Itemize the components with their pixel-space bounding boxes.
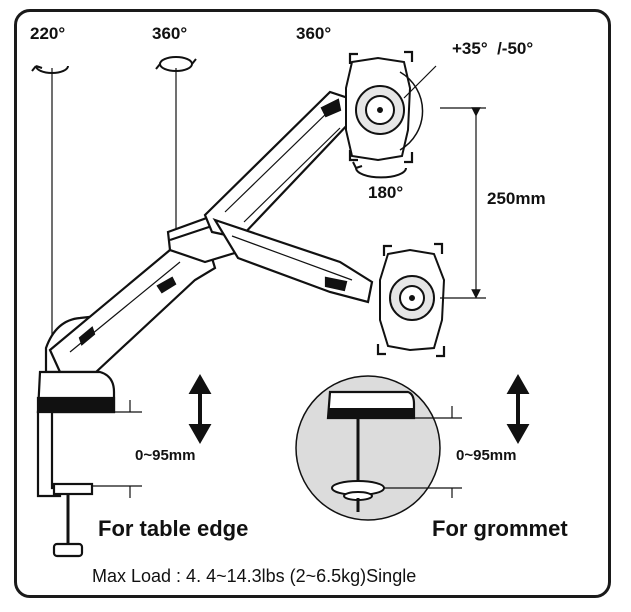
- grommet-caption: For grommet: [432, 516, 568, 541]
- vesa-plate-bottom: [379, 248, 446, 352]
- head-rotation-label: 360°: [296, 24, 332, 43]
- max-load-footer: Max Load : 4. 4~14.3lbs (2~6.5kg)Single: [92, 566, 417, 586]
- table-clamp-dimension: [92, 400, 142, 498]
- swivel-label: 180°: [368, 183, 404, 202]
- arm-rotation-label: 360°: [152, 24, 188, 43]
- upper-arm-raised: [203, 90, 354, 240]
- upper-arm-lowered: [212, 218, 374, 304]
- grommet-detail: [295, 375, 441, 521]
- rotate-180-icon: [352, 161, 407, 179]
- rotate-220-icon: [31, 65, 69, 74]
- tilt-arrows-top: [348, 50, 414, 164]
- height-double-arrow-left: [188, 373, 212, 445]
- height-double-arrow-right: [506, 373, 530, 445]
- table-edge-caption: For table edge: [98, 516, 249, 541]
- tilt-arrows-bottom: [376, 242, 446, 358]
- table-clamp-range-label: 0~95mm: [135, 447, 196, 464]
- height-adjust-label: 250mm: [487, 189, 546, 208]
- base-rotation-label: 220°: [30, 24, 66, 43]
- rotate-360-icon: [155, 56, 197, 72]
- grommet-dimension: [384, 406, 462, 498]
- tilt-label: +35° /-50°: [452, 39, 534, 58]
- height-dimension: [440, 107, 486, 299]
- grommet-range-label: 0~95mm: [456, 447, 517, 464]
- table-clamp: [36, 370, 116, 558]
- vesa-plate-top: [345, 56, 437, 162]
